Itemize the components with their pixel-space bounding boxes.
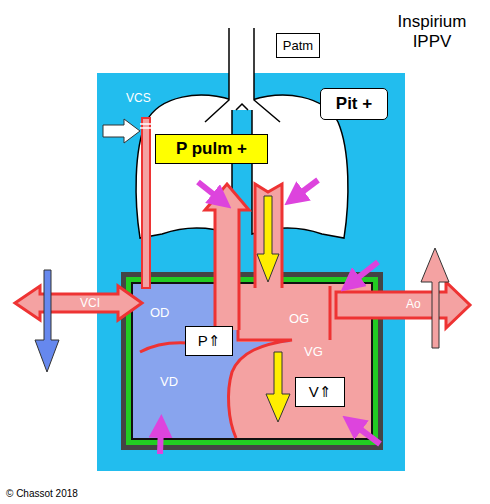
yellow-arrow: [257, 196, 279, 282]
diagram-title: Inspirium IPPV: [390, 12, 474, 52]
box-text: P⇑: [198, 332, 221, 350]
pulmonary-artery: [205, 184, 249, 330]
blue-arrow: [35, 270, 59, 372]
pressure-box: P pulm +: [155, 134, 268, 164]
vena-cava-inferior: [15, 286, 142, 320]
pressure-box: Patm: [276, 33, 320, 58]
chamber-label: VD: [160, 374, 178, 389]
bronchi: [205, 28, 280, 122]
vessel-label: VCS: [126, 91, 151, 105]
chamber-label: VG: [304, 344, 323, 359]
thorax: [96, 72, 406, 472]
white-arrow: [103, 119, 140, 143]
yellow-arrow: [266, 352, 290, 422]
vessel-label: VCI: [80, 296, 100, 310]
volume-box: V⇑: [295, 377, 345, 407]
pulmonary-vein: [255, 184, 282, 288]
vessel-label: Ao: [406, 297, 421, 311]
box-text: P pulm +: [176, 139, 247, 159]
pressure-arrows: [160, 180, 380, 454]
chamber-label: OD: [150, 305, 170, 320]
tricuspid: [140, 343, 188, 352]
box-text: Patm: [283, 38, 313, 53]
mitral-wall: [329, 286, 332, 340]
trachea: [229, 28, 254, 110]
box-text: V⇑: [309, 383, 332, 401]
vcs-mark: [140, 124, 152, 128]
pressure-box: Pit +: [320, 88, 388, 120]
chamber-label: OG: [289, 311, 309, 326]
pressure-box: P⇑: [185, 326, 233, 356]
box-text: Pit +: [336, 94, 372, 114]
copyright: © Chassot 2018: [6, 488, 78, 499]
pink-arrow: [421, 248, 449, 348]
aorta: [336, 282, 470, 328]
vena-cava-superior: [142, 118, 150, 288]
